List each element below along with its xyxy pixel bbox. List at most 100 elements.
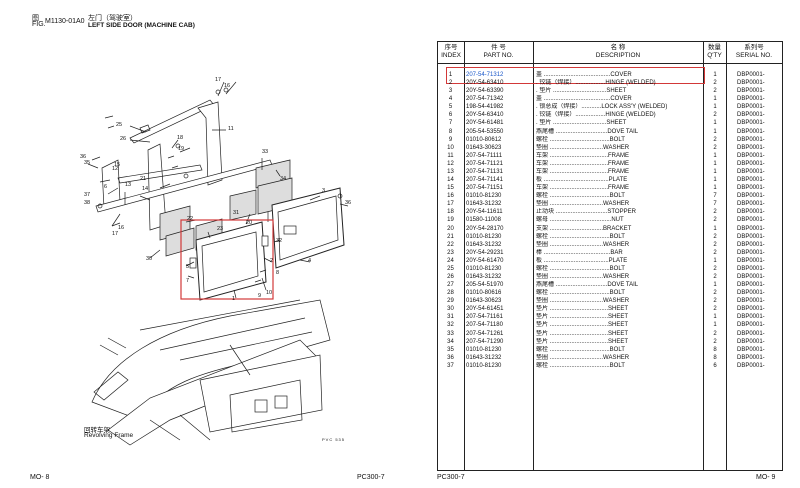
row-qty: 2 (713, 274, 717, 280)
row-index: 10 (447, 144, 454, 151)
row-description: 垫片 ...................................SH… (536, 330, 629, 337)
row-index: 23 (447, 249, 454, 256)
row-index: 20 (447, 225, 454, 232)
row-highlight (446, 67, 705, 84)
row-qty: 2 (713, 217, 717, 224)
row-index: 12 (447, 160, 454, 167)
row-qty: 1 (713, 257, 717, 264)
callout: 5 (186, 264, 190, 270)
figure-title-zh: 左门（驾驶室） (88, 15, 137, 22)
callout: 25 (116, 122, 123, 128)
row-part-no: 01643-31232 (466, 354, 502, 361)
row-index: 17 (447, 201, 454, 208)
callout: 37 (84, 192, 91, 198)
row-part-no: 20Y-54-61470 (466, 257, 504, 264)
row-part-no: 01643-31232 (466, 241, 502, 248)
row-serial: DBP0001- (737, 185, 765, 192)
row-serial: DBP0001- (737, 160, 765, 167)
row-index: 9 (448, 136, 453, 143)
row-part-no: 207-54-71151 (466, 185, 503, 192)
row-qty: 1 (713, 225, 717, 232)
row-description: 垫圈 ................................WASHE… (536, 144, 630, 151)
row-serial: DBP0001- (737, 96, 765, 103)
row-serial: DBP0001- (737, 144, 765, 151)
row-description: 车架 ...................................FR… (536, 185, 630, 192)
callout: 23 (217, 226, 224, 232)
row-description: 止动块 ...............................STOPP… (536, 209, 636, 216)
row-index: 27 (447, 282, 454, 289)
callout: 31 (233, 210, 240, 216)
callout: 17 (112, 231, 119, 237)
row-serial: DBP0001- (737, 241, 765, 248)
callout: 22 (187, 216, 194, 222)
footer-model-left: PC300-7 (357, 474, 385, 481)
row-description: 垫圈 ................................WASHE… (536, 241, 630, 248)
row-qty: 8 (713, 346, 717, 353)
row-description: 螺栓 ....................................B… (536, 233, 625, 240)
callout: 9 (258, 293, 262, 299)
row-qty: 1 (713, 185, 717, 192)
row-part-no: 207-54-71290 (466, 338, 504, 345)
row-description: . 铰链（焊接）..................HINGE (WELDED) (536, 80, 656, 87)
row-serial: DBP0001- (737, 306, 765, 313)
callout: 32 (276, 238, 283, 244)
row-index: 13 (447, 168, 454, 175)
row-part-no: 207-54-71121 (466, 160, 503, 167)
callout: 10 (266, 290, 273, 296)
row-serial: DBP0001- (737, 177, 765, 184)
fig-label-zh: 图 (32, 15, 39, 22)
row-serial: DBP0001- (737, 233, 765, 240)
row-index: 26 (447, 274, 454, 280)
row-index: 6 (448, 112, 453, 119)
row-description: . 垫片 ................................SHE… (536, 120, 627, 127)
row-qty: 1 (713, 96, 717, 103)
row-index: 31 (447, 314, 454, 321)
frame-label-zh: 回转车架 (84, 427, 110, 434)
row-index: 28 (447, 290, 454, 297)
callout: 14 (142, 186, 149, 192)
row-part-no: 207-54-71312 (466, 72, 504, 78)
row-qty: 1 (713, 322, 717, 329)
callout: 36 (80, 154, 87, 160)
row-qty: 7 (713, 193, 717, 200)
footer-model-right: PC300-7 (437, 474, 465, 481)
